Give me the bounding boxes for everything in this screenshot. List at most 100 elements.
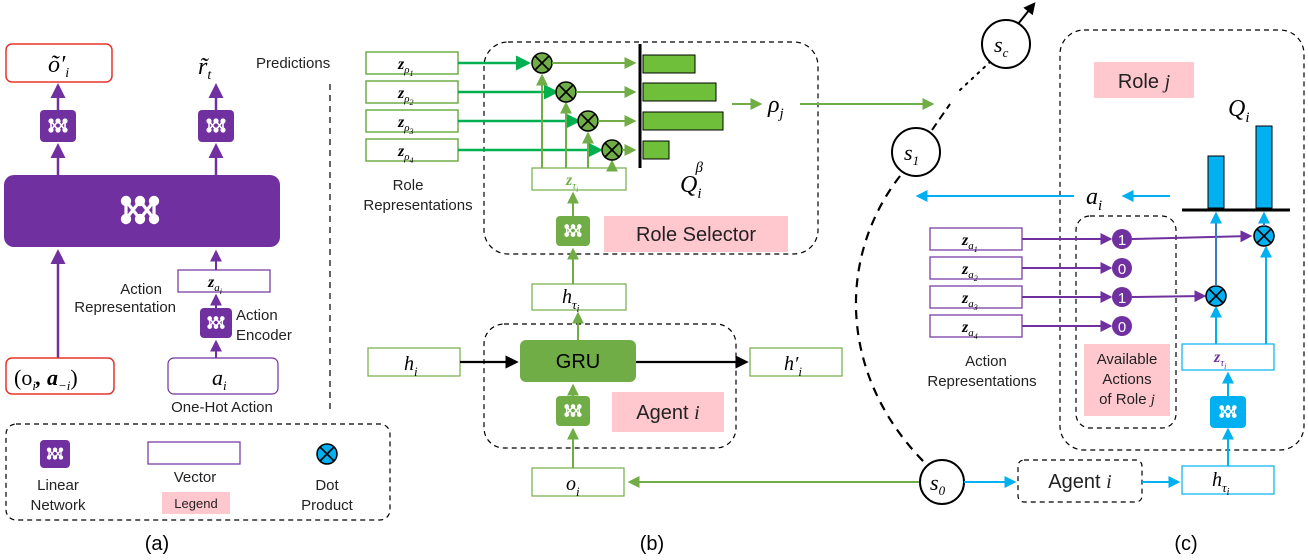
role-selector-text: Role Selector [636,224,756,246]
action-representations-text-2: Representations [927,373,1036,390]
available-actions-text-1: Available [1097,351,1158,368]
action-vector-1: za1 [929,227,1023,254]
one-hot-action-box [167,357,279,395]
one-hot-action-label: ai [212,365,227,393]
role-selector-badge [604,216,788,252]
agent-b-text: Agent i [636,402,699,424]
reward-head-network-icon [198,110,234,142]
state-s1-label: s1 [904,140,919,168]
role-q-bar-3 [642,111,724,131]
available-actions-text-2: Actions [1102,371,1151,388]
legend-dot-product-icon [316,443,338,465]
action-representation-label: zai [207,274,222,296]
mask-1-icon: 1 [1112,229,1132,249]
role-j-text: Role j [1118,71,1171,93]
agent-container-b [483,323,737,449]
action-encoder-text-2: Encoder [236,327,292,344]
role-c-htau-box [1181,465,1275,495]
legend-network-icon [40,440,70,468]
h-i-prime-box [749,347,843,377]
obs-prediction-label: õ′i [48,52,69,81]
role-representations-text-1: Role [393,177,424,194]
one-hot-action-text: One-Hot Action [171,399,273,416]
legend-vector-text: Vector [174,469,217,486]
role-selector-ztau-label: zτi [565,172,578,194]
panel-a: õ′i r̃t (oi, a−i) zai [4,43,391,555]
role-dot-product-icon-4 [601,139,623,161]
svg-text:1: 1 [1118,232,1126,249]
action-dot-product-icon-2 [1205,285,1227,307]
legend-title: Legend [174,496,217,511]
action-encoder-text-1: Action [236,307,278,324]
svg-text:zρ3: zρ3 [397,114,414,136]
mask-4-icon: 0 [1112,316,1132,336]
role-j-badge [1094,62,1194,98]
role-c-network-icon [1210,396,1246,428]
panel-c: sc s1 s0 Agent i hτi Role j zτi Availab [854,2,1305,555]
svg-text:za1: za1 [961,232,978,254]
role-q-bar-1 [642,54,696,74]
role-selector-container [483,41,819,255]
role-htau-box [531,283,627,311]
role-selector-network-icon [556,216,590,246]
role-q-bar-4 [642,140,670,160]
available-actions-badge [1084,344,1170,416]
action-vector-3: za3 [929,285,1023,312]
role-q-beta-label: Qiβ [680,160,704,202]
action-ai-label: ai [1086,184,1102,214]
agent-b-badge [612,392,724,432]
action-vector-2: za2 [929,256,1023,283]
trajectory-path [854,175,929,467]
svg-text:za3: za3 [961,290,978,312]
dynamics-network-icon [4,175,280,247]
caption-c: (c) [1174,533,1197,555]
role-htau-label: hτi [562,286,580,315]
legend-vector-box [147,441,241,465]
role-selector-ztau-box [531,167,627,191]
action-dot-product-icon-1 [1253,225,1275,247]
legend-dot-text-2: Product [301,497,354,514]
action-representation-text-1: Action [120,281,162,298]
gru-block [520,340,636,382]
legend-linear-text-2: Network [30,497,86,514]
state-s0-label: s0 [930,470,946,498]
svg-text:zρ2: zρ2 [397,85,414,107]
action-q-bar-1 [1207,155,1225,209]
svg-text:1: 1 [1118,290,1126,307]
svg-text:za4: za4 [961,319,978,341]
role-representations-text-2: Representations [363,197,472,214]
svg-text:0: 0 [1118,319,1126,336]
svg-text:0: 0 [1118,261,1126,278]
legend: Linear Network Vector Legend Dot Product [5,423,391,521]
obs-prediction-box [5,43,113,83]
rho-j-label: ρj [767,92,784,122]
input-label: (oi, a−i) [14,365,78,393]
role-c-htau-label: hτi [1212,469,1230,498]
role-dot-product-icon-3 [577,110,599,132]
svg-text:zρ1: zρ1 [397,56,414,78]
state-s1-node [891,127,941,177]
role-vector-3: zρ3 [365,109,459,136]
legend-dot-text-1: Dot [315,477,339,494]
agent-c-text: Agent i [1048,471,1111,493]
available-actions-text-3: of Role j [1099,391,1155,408]
action-vector-4: za4 [929,314,1023,341]
o-i-label: oi [566,473,580,499]
legend-title-badge [162,492,230,514]
role-dot-product-icon-1 [531,52,553,74]
legend-linear-text-1: Linear [37,477,79,494]
h-i-label: hi [404,353,418,379]
h-i-prime-label: h′i [784,353,802,379]
action-representation-box [177,269,271,293]
action-representations-text-1: Action [965,353,1007,370]
state-sc-node [981,19,1031,69]
svg-text:za2: za2 [961,261,978,283]
action-q-label: Qi [1228,96,1250,126]
panel-b: zρ1 zρ2 zρ3 zρ4 Role Representations zτi [363,41,935,555]
reward-prediction-label: r̃t [198,54,212,83]
action-representation-text-2: Representation [74,299,176,316]
h-i-box [367,347,461,377]
obs-head-network-icon [40,110,76,142]
role-vector-4: zρ4 [365,138,459,165]
